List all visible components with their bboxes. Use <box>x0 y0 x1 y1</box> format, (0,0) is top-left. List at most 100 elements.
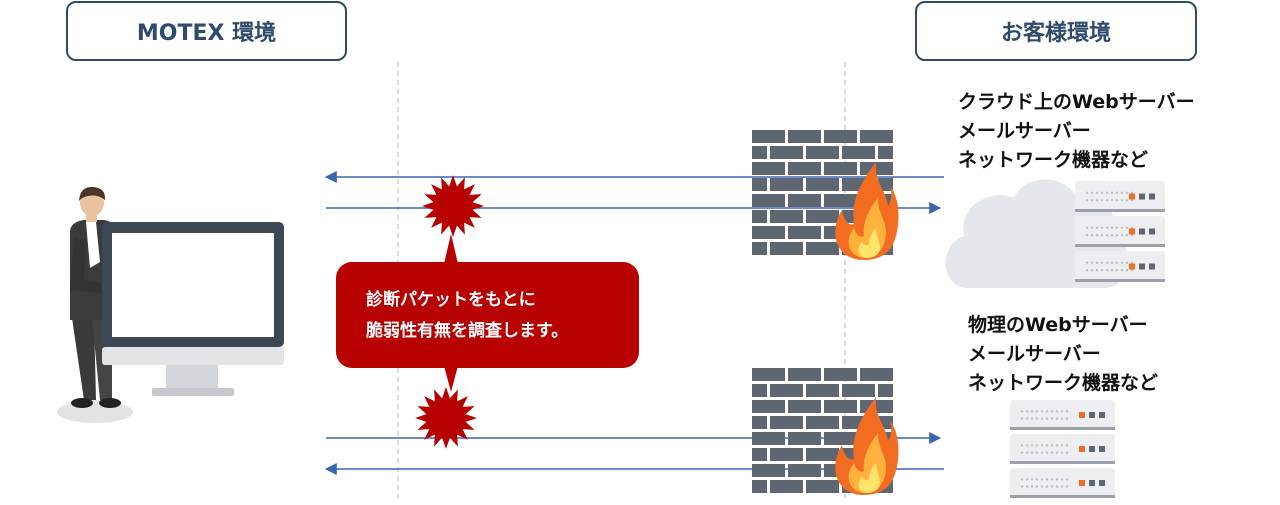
server-vent-dot <box>1020 485 1024 488</box>
server-vent-dot <box>1060 444 1064 447</box>
firewall-brick <box>878 178 893 191</box>
firewall-brick <box>806 384 839 397</box>
server-vent-dot <box>1100 191 1104 194</box>
callout-text: 診断パケットをもとに 脆弱性有無を調査します。 <box>366 285 568 347</box>
firewall-brick <box>806 146 839 159</box>
server-vent-dot <box>1130 269 1134 272</box>
server-vent-dot <box>1035 410 1039 413</box>
firewall-brick <box>806 480 839 493</box>
server-vent-dot <box>1130 191 1134 194</box>
server-vent-dot <box>1045 417 1049 420</box>
server-vent-dot <box>1100 269 1104 272</box>
server-vent-dot <box>1025 444 1029 447</box>
firewall-brick <box>860 162 893 175</box>
firewall-brick <box>770 480 803 493</box>
firewall-brick <box>788 162 821 175</box>
server-vent-dot <box>1105 261 1109 264</box>
firewall-brick <box>770 242 803 255</box>
server-vent-dot <box>1095 226 1099 229</box>
server-vent-dot <box>1060 417 1064 420</box>
server-vent-dot <box>1020 410 1024 413</box>
firewall-brick <box>860 130 893 143</box>
server-vent-dot <box>1120 199 1124 202</box>
impact-burst-top-icon <box>422 175 484 237</box>
server-led <box>1139 193 1145 200</box>
firewall-brick <box>806 448 839 461</box>
firewall-brick <box>752 400 785 413</box>
server-vent-dot <box>1085 199 1089 202</box>
firewall-brick <box>806 242 839 255</box>
server-vent-dot <box>1105 199 1109 202</box>
server-vent-dot <box>1085 234 1089 237</box>
server-vent-dot <box>1065 478 1069 481</box>
server-vent-dot <box>1040 485 1044 488</box>
server-led <box>1129 263 1135 270</box>
firewall-brick <box>806 178 839 191</box>
flame-top-icon <box>835 162 899 260</box>
server-unit-base <box>1075 209 1165 212</box>
server-unit-base <box>1010 495 1115 498</box>
server-vent-dot <box>1110 226 1114 229</box>
server-vent-dot <box>1045 478 1049 481</box>
server-vent-dot <box>1020 478 1024 481</box>
server-vent-dot <box>1115 226 1119 229</box>
firewall-brick <box>770 416 803 429</box>
server-vent-dot <box>1050 444 1054 447</box>
firewall-brick <box>860 368 893 381</box>
firewall-brick <box>824 194 857 207</box>
firewall-brick <box>788 432 821 445</box>
callout-line-2: 脆弱性有無を調査します。 <box>366 321 569 341</box>
server-vent-dot <box>1020 444 1024 447</box>
server-vent-dot <box>1125 191 1129 194</box>
server-vent-dot <box>1090 234 1094 237</box>
server-led <box>1129 193 1135 200</box>
firewall-brick <box>878 146 893 159</box>
server-unit <box>1075 181 1165 212</box>
server-vent-dot <box>1065 417 1069 420</box>
server-vent-dot <box>1025 478 1029 481</box>
server-vent-dot <box>1020 451 1024 454</box>
server-vent-dot <box>1130 226 1134 229</box>
server-vent-dot <box>1085 269 1089 272</box>
server-vent-dot <box>1040 478 1044 481</box>
firewall-brick <box>788 226 821 239</box>
firewall-brick <box>788 464 821 477</box>
server-led <box>1149 228 1155 235</box>
physical-target-line-1: 物理のWebサーバー <box>968 314 1148 336</box>
server-vent-dot <box>1105 234 1109 237</box>
server-vent-dot <box>1130 199 1134 202</box>
server-vent-dot <box>1095 199 1099 202</box>
server-vent-dot <box>1065 451 1069 454</box>
firewall-brick <box>878 384 893 397</box>
cloud-targets-label: クラウド上のWebサーバー メールサーバー ネットワーク機器など <box>958 88 1195 175</box>
firewall-brick <box>752 368 785 381</box>
server-vent-dot <box>1065 410 1069 413</box>
firewall-brick <box>752 210 767 223</box>
server-unit <box>1075 251 1165 282</box>
server-vent-dot <box>1100 199 1104 202</box>
server-vent-dot <box>1120 226 1124 229</box>
firewall-brick <box>752 416 767 429</box>
server-vent-dot <box>1115 269 1119 272</box>
server-vent-dot <box>1125 269 1129 272</box>
server-vent-dot <box>1125 234 1129 237</box>
server-vent-dot <box>1095 261 1099 264</box>
server-vent-dot <box>1095 269 1099 272</box>
firewall-brick <box>824 432 857 445</box>
firewall-brick <box>752 480 767 493</box>
server-vent-dot <box>1050 478 1054 481</box>
firewall-brick <box>752 384 767 397</box>
server-vent-dot <box>1060 478 1064 481</box>
server-led <box>1079 412 1085 418</box>
server-led <box>1079 446 1085 452</box>
server-vent-dot <box>1110 234 1114 237</box>
server-vent-dot <box>1110 269 1114 272</box>
server-vent-dot <box>1025 451 1029 454</box>
server-vent-dot <box>1050 451 1054 454</box>
firewall-brick <box>824 162 857 175</box>
firewall-brick <box>752 178 767 191</box>
firewall-brick <box>806 210 839 223</box>
server-vent-dot <box>1025 485 1029 488</box>
customer-environment-label: お客様環境 <box>915 1 1197 61</box>
server-vent-dot <box>1085 191 1089 194</box>
